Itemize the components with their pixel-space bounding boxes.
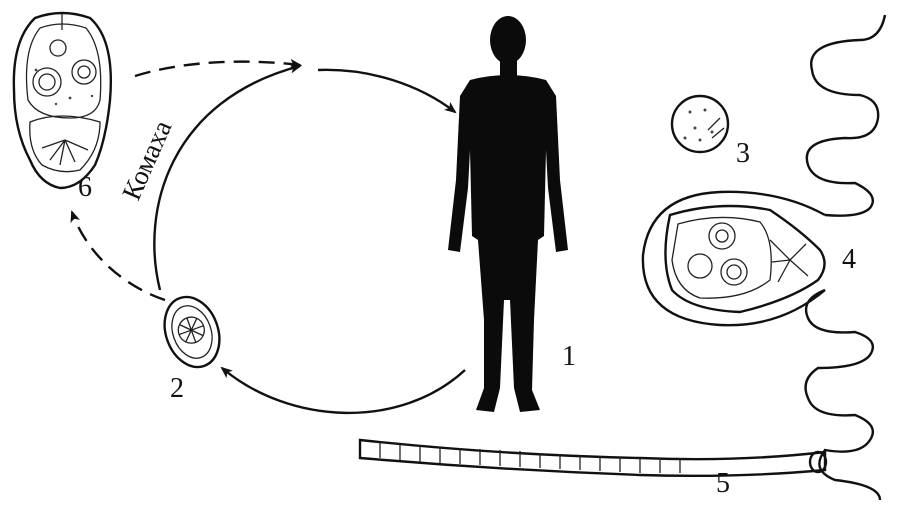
arrow-human-to-egg <box>222 368 465 413</box>
arrow-egg-to-top <box>154 66 300 290</box>
arrow-cycle-to-human <box>318 70 455 112</box>
adult-worm <box>360 440 826 476</box>
cysticercoid-in-insect <box>14 13 111 188</box>
label-egg: 2 <box>170 373 184 404</box>
label-insect-host: Комаха <box>116 116 177 205</box>
arrow-egg-to-insect-dashed <box>72 212 165 300</box>
label-cysticercoid: 4 <box>842 244 856 275</box>
label-oncosphere: 3 <box>736 138 750 169</box>
oncosphere <box>672 96 728 152</box>
egg <box>155 289 228 374</box>
label-human: 1 <box>562 341 576 372</box>
label-adult-worm: 5 <box>716 468 730 499</box>
cysticercoid-in-villus <box>643 192 825 325</box>
label-insect-stage: 6 <box>78 172 92 203</box>
human-silhouette <box>448 16 568 412</box>
